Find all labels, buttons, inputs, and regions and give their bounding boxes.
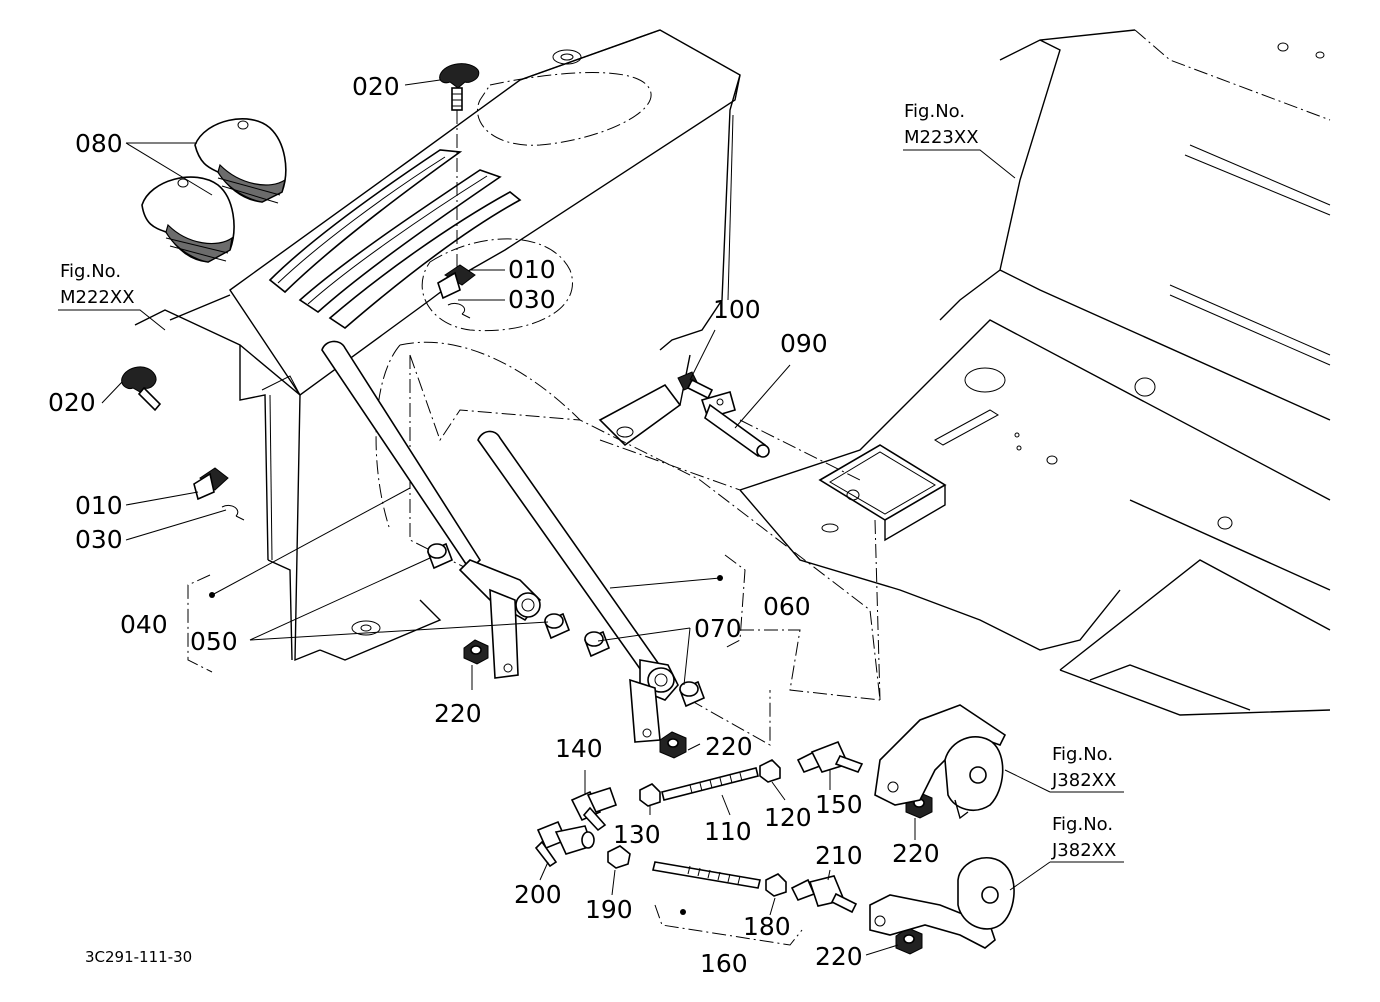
leader-lines [58, 79, 1124, 956]
bolt-100 [677, 371, 714, 400]
knob-bolt-020-top [439, 63, 480, 111]
lever-060 [477, 430, 679, 743]
frame-panels [134, 29, 1331, 746]
nut-180 [765, 873, 787, 897]
label-040: 040 [120, 610, 168, 639]
knob-080-lower [141, 176, 235, 263]
pin-030-upper [447, 302, 471, 319]
label-210: 210 [815, 841, 863, 870]
clip-010-lower [193, 467, 229, 501]
lever-040 [321, 340, 542, 679]
label-160: 160 [700, 949, 748, 978]
nut-120 [759, 759, 781, 783]
label-060: 060 [763, 592, 811, 621]
label-030-upper: 030 [508, 285, 556, 314]
parts [121, 63, 1015, 955]
knob-bolt-020-left [121, 366, 162, 412]
part-labels: 020 080 010 030 020 010 030 040 050 220 … [48, 72, 940, 978]
nut-130 [639, 783, 661, 807]
fig-ref-j382-upper-title: Fig.No. [1052, 744, 1113, 765]
bushing-070-b [678, 680, 706, 708]
label-150: 150 [815, 790, 863, 819]
label-200: 200 [514, 880, 562, 909]
label-130: 130 [613, 820, 661, 849]
nut-190 [607, 845, 631, 869]
label-220-d: 220 [815, 942, 863, 971]
ball-joint-150 [796, 740, 864, 774]
label-030-lower: 030 [75, 525, 123, 554]
linkage-arm-lower [869, 856, 1015, 949]
bushing-050-a [426, 542, 454, 570]
fig-ref-m222-code: M222XX [60, 287, 135, 308]
label-020-top: 020 [352, 72, 400, 101]
fig-ref-m223-code: M223XX [904, 127, 979, 148]
fig-ref-m223-title: Fig.No. [904, 101, 965, 122]
bushing-070-a [583, 630, 611, 658]
knob-080-upper [194, 118, 287, 204]
fig-ref-j382-lower-title: Fig.No. [1052, 814, 1113, 835]
label-100: 100 [713, 295, 761, 324]
bushing-050-b [543, 612, 571, 640]
label-010-upper: 010 [508, 255, 556, 284]
label-220-c: 220 [892, 839, 940, 868]
diagram-code: 3C291-111-30 [85, 948, 192, 966]
ball-joint-210 [790, 875, 858, 914]
nut-220-a [463, 639, 489, 665]
ball-joint-200 [534, 820, 595, 868]
label-120: 120 [764, 803, 812, 832]
clip-010-upper [437, 264, 476, 300]
label-110: 110 [704, 817, 752, 846]
label-020-left: 020 [48, 388, 96, 417]
label-190: 190 [585, 895, 633, 924]
label-080: 080 [75, 129, 123, 158]
nut-220-b [659, 731, 687, 759]
label-180: 180 [743, 912, 791, 941]
fig-ref-m222-title: Fig.No. [60, 261, 121, 282]
ball-joint-140 [570, 787, 618, 832]
label-090: 090 [780, 329, 828, 358]
pin-090 [700, 391, 770, 458]
figure-references: Fig.No. M222XX Fig.No. M223XX Fig.No. J3… [60, 101, 1116, 861]
label-220-b: 220 [705, 732, 753, 761]
label-070: 070 [694, 614, 742, 643]
label-010-lower: 010 [75, 491, 123, 520]
rod-110 [661, 767, 759, 801]
fig-ref-j382-lower-code: J382XX [1051, 840, 1116, 861]
label-220-a: 220 [434, 699, 482, 728]
fig-ref-j382-upper-code: J382XX [1051, 770, 1116, 791]
pin-030-lower [221, 504, 245, 521]
linkage-arm-upper [874, 704, 1007, 820]
rod-160 [652, 861, 761, 889]
label-050: 050 [190, 627, 238, 656]
label-140: 140 [555, 734, 603, 763]
